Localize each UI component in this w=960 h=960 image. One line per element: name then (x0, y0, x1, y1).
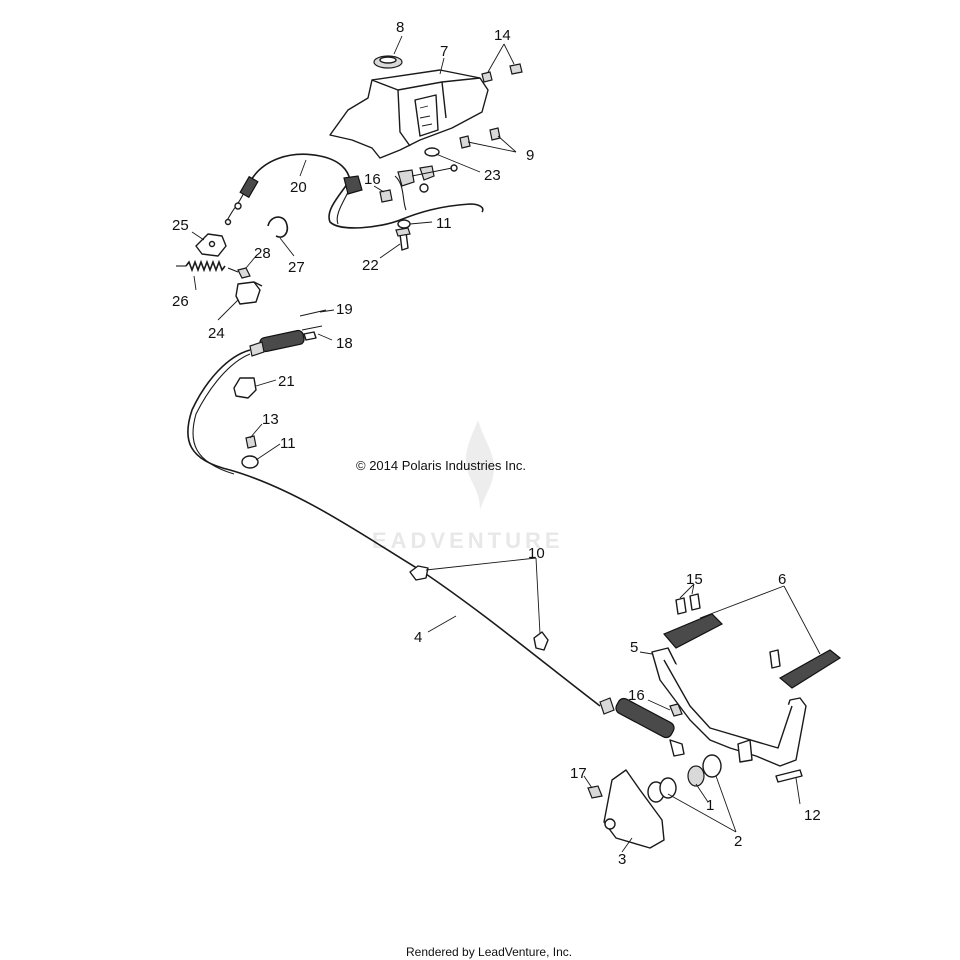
callout-25: 25 (172, 217, 189, 234)
callout-5: 5 (630, 639, 638, 656)
part-3-plate (603, 769, 665, 849)
part-24-bracket (235, 281, 263, 305)
part-4-main-cable (187, 349, 601, 707)
callout-27: 27 (288, 259, 305, 276)
callout-11-upper: 11 (436, 215, 452, 232)
part-15-screws (675, 593, 781, 669)
part-8-cap (373, 55, 403, 69)
callout-7: 7 (440, 43, 448, 60)
part-17-nut (587, 785, 603, 799)
part-12-bolt (775, 769, 803, 783)
part-10-clamps (409, 565, 549, 651)
callout-28: 28 (254, 245, 271, 262)
callout-24: 24 (208, 325, 225, 342)
callout-17: 17 (570, 765, 587, 782)
callout-23: 23 (484, 167, 501, 184)
callout-20: 20 (290, 179, 307, 196)
callout-26: 26 (172, 293, 189, 310)
callout-16-upper: 16 (364, 171, 381, 188)
rendered-by-credit: Rendered by LeadVenture, Inc. (406, 945, 572, 959)
callout-3: 3 (618, 851, 626, 868)
callout-9: 9 (526, 147, 534, 164)
leader-lines (191, 35, 821, 853)
part-13-bolt (245, 435, 257, 449)
callout-19: 19 (336, 301, 353, 318)
wire-harness (328, 164, 484, 229)
part-5-pedal-lever (651, 647, 807, 767)
part-22-bolt (395, 227, 411, 251)
watermark-text: EADVENTURE (372, 528, 564, 553)
part-27-clip (267, 216, 289, 238)
part-20-upper-cable (224, 153, 351, 226)
callout-18: 18 (336, 335, 353, 352)
part-6-foot-pads (663, 613, 842, 689)
callout-13: 13 (262, 411, 279, 428)
watermark-flame-icon (465, 420, 494, 510)
callout-12: 12 (804, 807, 821, 824)
callout-6: 6 (778, 571, 786, 588)
part-11-clamp-lower (241, 455, 259, 469)
part-28-nut (237, 267, 251, 279)
callout-22: 22 (362, 257, 379, 274)
part-1-2-bushings (647, 754, 722, 803)
part-11-clamp-upper (397, 219, 411, 229)
part-16-nut-lower (669, 703, 683, 717)
part-7-housing (329, 69, 489, 159)
callouts: 8 7 14 9 23 20 16 11 22 25 28 27 26 24 1… (172, 19, 821, 868)
callout-4: 4 (414, 629, 422, 646)
callout-2: 2 (734, 833, 742, 850)
part-23-washer (424, 147, 440, 157)
callout-15: 15 (686, 571, 703, 588)
callout-1: 1 (706, 797, 714, 814)
callout-11-lower: 11 (280, 435, 296, 452)
callout-8: 8 (396, 19, 404, 36)
part-14-screws (481, 63, 523, 83)
watermark: EADVENTURE (372, 420, 564, 553)
part-18-19-cable-end (249, 309, 327, 357)
part-16-nut-upper (379, 189, 393, 203)
lower-cable-end (599, 697, 685, 757)
copyright-notice: © 2014 Polaris Industries Inc. (356, 458, 526, 473)
callout-14: 14 (494, 27, 511, 44)
part-26-spring (176, 259, 239, 273)
callout-16-lower: 16 (628, 687, 645, 704)
callout-10: 10 (528, 545, 545, 562)
part-9-clips (459, 127, 501, 149)
part-21-clip (233, 377, 257, 399)
callout-21: 21 (278, 373, 295, 390)
